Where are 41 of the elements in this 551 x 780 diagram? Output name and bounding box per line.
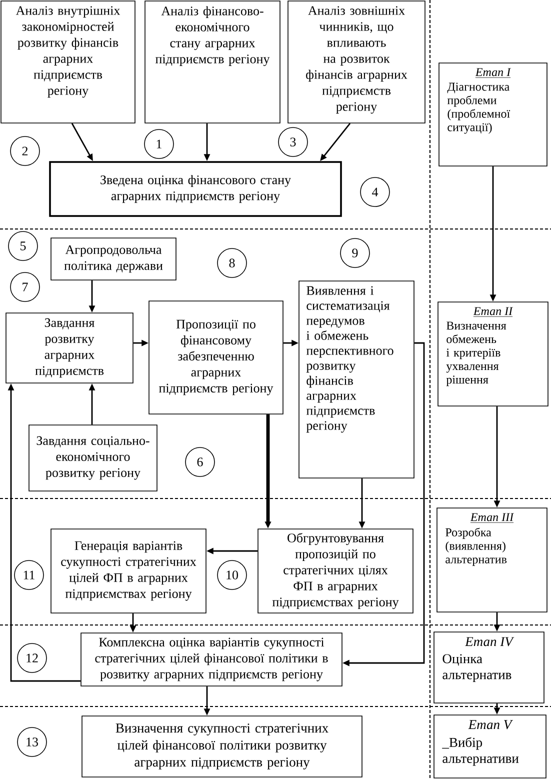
process-box: Комплексна оцінка варіантів сукупності стратегічних цілей фінансової політики в розвитку аграрних підприємств регіону: [80, 632, 342, 686]
stage-title: Етап V: [468, 720, 513, 730]
stage-box: [434, 632, 544, 704]
stage-title: Етап IV: [464, 637, 514, 646]
process-box: Зведена оцінка фінансового стану аграрних підприємств регіону: [49, 161, 342, 217]
process-box: Виявлення і систематизація передумов і обмежень перспективного розвитку фінансів аграрних підприємств регіону: [298, 280, 414, 478]
step-number: 2: [10, 136, 40, 166]
step-number: 9: [340, 238, 370, 268]
stage-title: Етап I: [475, 68, 512, 78]
stage-box: [434, 714, 546, 778]
process-box: Агропродовольча політика держави: [50, 238, 176, 280]
step-number: 3: [278, 127, 308, 157]
process-box: Завдання розвитку аграрних підприємств: [6, 312, 134, 384]
stage-box: [438, 62, 548, 166]
stage-box: [436, 508, 548, 612]
process-box: Аналіз внутрішніх закономірностей розвитку фінансів аграрних підприємств регіону: [0, 0, 136, 124]
stage-text: Діагностика проблеми (проблемної ситуації): [447, 82, 510, 134]
process-box: Аналіз зовнішніх чинників, що впливають на розвиток фінансів аграрних підприємств регіону: [288, 0, 426, 124]
step-number: 1: [144, 129, 174, 159]
stage-title: Етап III: [470, 513, 514, 523]
process-box: Генерація варіантів сукупності стратегічних цілей ФП в аграрних підприємствах регіону: [50, 528, 206, 614]
stage-text: Розробка (виявлення) альтернатив: [446, 528, 507, 566]
stage-title: Етап II: [473, 307, 514, 317]
step-number: 8: [217, 248, 247, 278]
step-number: 6: [185, 447, 215, 477]
stage-text: Оцінка альтернатив: [442, 654, 512, 682]
stage-text: Визначення обмежень і критеріїв ухвалення рішення: [446, 322, 506, 386]
step-number: 5: [8, 231, 38, 261]
step-number: 12: [17, 643, 47, 673]
process-box: Аналіз фінансово-економічного стану аграрних підприємств регіону: [144, 0, 280, 124]
stage-text: _Вибір альтернативи: [442, 737, 519, 766]
step-number: 13: [17, 727, 47, 757]
process-box: Пропозиції по фінансовому забезпеченню аграрних підприємств регіону: [148, 300, 284, 414]
step-number: 7: [10, 272, 40, 302]
step-number: 4: [360, 177, 390, 207]
process-box: Визначення сукупності стратегічних цілей фінансової політики розвитку аграрних підприємств регіону: [82, 716, 362, 778]
stage-box: [438, 302, 548, 406]
step-number: 11: [14, 560, 44, 590]
process-box: Обгрунтовування пропозицій по стратегічних цілях ФП в аграрних підприємствах регіону: [258, 528, 414, 614]
step-number: 10: [217, 560, 247, 590]
process-box: Завдання соціально-економічного розвитку регіону: [28, 424, 158, 492]
